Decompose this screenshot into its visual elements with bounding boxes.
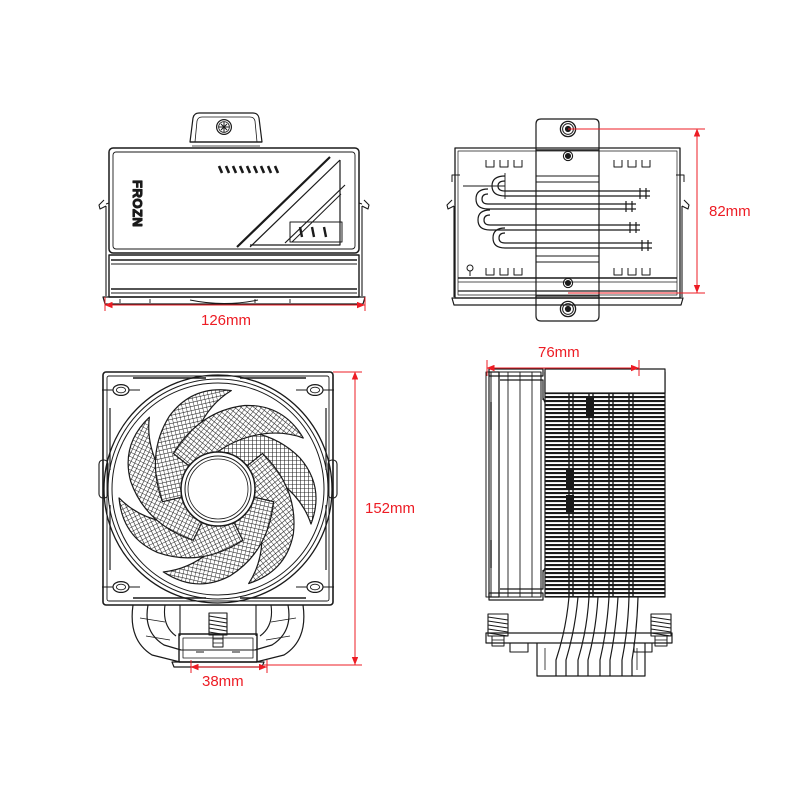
fan-clip-right [358, 199, 370, 296]
fin-band-top-view [451, 277, 684, 306]
spring-right [650, 613, 672, 647]
dimension-label-38mm: 38mm [202, 673, 244, 690]
bottom-mount-tab [535, 277, 600, 322]
fan-clip-left [98, 199, 110, 296]
spring-left [487, 613, 509, 647]
heatpipes-front-view [131, 604, 305, 663]
fan-mount-holes [102, 384, 334, 593]
mount-hole-tl [102, 384, 140, 397]
spring-screw [208, 612, 228, 648]
fan-front-view [98, 371, 338, 668]
dimension-label-152mm: 152mm [365, 500, 415, 517]
top-plan-view [446, 118, 690, 322]
diagonal-accent-stripes [236, 156, 346, 248]
dimension-82mm [568, 128, 705, 294]
accent-slot-group [289, 221, 343, 243]
top-mount-tab [535, 118, 600, 162]
fan-hub [180, 451, 256, 527]
heatpipes-side-view [555, 596, 639, 676]
side-section-view [485, 368, 673, 677]
fan-shroud: FROZN [108, 147, 360, 254]
dimension-38mm [190, 660, 268, 673]
fan-clip-left-top [446, 199, 455, 297]
fin-stack-front [102, 254, 366, 305]
mount-hole-tr [296, 384, 334, 397]
brand-logo-text: FROZN [130, 180, 145, 227]
dimension-76mm [486, 360, 640, 376]
fin-edge-ticks [466, 160, 651, 276]
top-bracket [189, 112, 263, 147]
front-elevation-view: FROZN [98, 112, 370, 305]
dimension-label-76mm: 76mm [538, 344, 580, 361]
fan-frame-rings [103, 374, 333, 604]
dimension-152mm [264, 371, 362, 666]
fan-clip-right-top [681, 199, 690, 297]
mounting-bracket-side [485, 632, 673, 677]
mount-hole-br [296, 580, 334, 593]
vent-slots [217, 165, 280, 174]
dimension-label-126mm: 126mm [201, 312, 251, 329]
center-mount-strip [535, 149, 600, 299]
dimension-126mm [104, 297, 366, 311]
dimension-label-82mm: 82mm [709, 203, 751, 220]
cold-plate-base [171, 612, 265, 668]
fin-stack-side [544, 368, 666, 598]
heatpipes-top-view [463, 173, 652, 251]
mount-hole-bl [102, 580, 140, 593]
